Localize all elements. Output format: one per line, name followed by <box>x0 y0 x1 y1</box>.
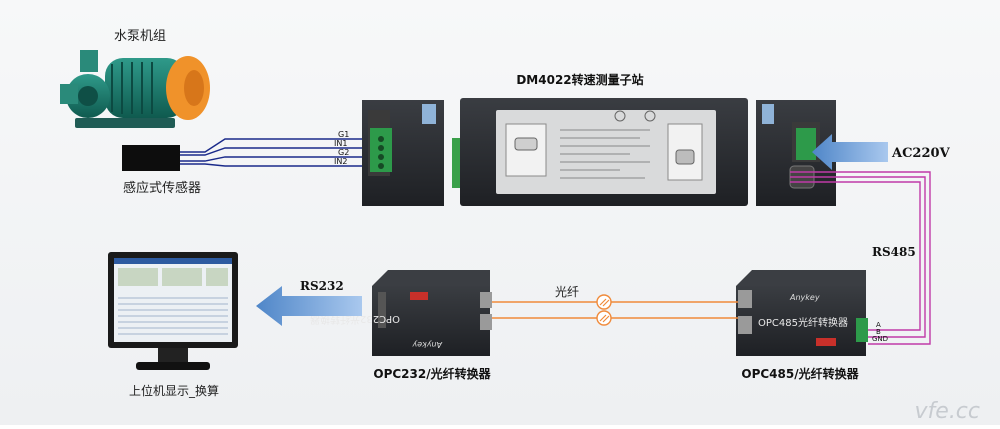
station-main-unit-image <box>452 98 748 206</box>
fiber-links <box>490 301 738 319</box>
rs232-arrow <box>256 286 362 326</box>
pump-label: 水泵机组 <box>114 29 166 44</box>
opc232-label: OPC232/光纤转换器 <box>373 366 491 381</box>
opc232-brand: Anykey <box>412 340 443 349</box>
terminal-label-in2: IN2 <box>334 157 347 166</box>
station-label: DM4022转速测量子站 <box>516 72 643 87</box>
terminal-label-g1: G1 <box>338 130 349 139</box>
opc232-front-label: OPC232光纤转换器 <box>310 313 400 326</box>
terminal-label-gnd: GND <box>872 335 888 343</box>
station-left-end-image <box>362 100 444 206</box>
pc-label: 上位机显示_换算 <box>129 383 219 398</box>
opc485-label: OPC485/光纤转换器 <box>741 366 859 381</box>
opc232-converter-image <box>372 270 492 356</box>
power-input-arrow <box>812 134 888 170</box>
sensor-block <box>122 145 180 171</box>
terminal-label-a: A <box>876 321 881 329</box>
opc485-brand: Anykey <box>789 293 820 302</box>
fiber-label: 光纤 <box>555 285 579 299</box>
terminal-label-g2: G2 <box>338 148 349 157</box>
opc485-converter-image <box>736 270 868 356</box>
watermark-text: vfe.cc <box>915 399 980 424</box>
terminal-label-in1: IN1 <box>334 139 347 148</box>
opc485-front-label: OPC485光纤转换器 <box>758 316 848 329</box>
rs485-label: RS485 <box>872 245 916 259</box>
ac-power-label: AC220V <box>891 146 951 161</box>
terminal-label-b: B <box>876 328 881 336</box>
rs232-label: RS232 <box>300 279 344 293</box>
rs485-wires <box>790 171 931 345</box>
pump-unit-image <box>60 50 210 128</box>
sensor-wires <box>180 138 372 167</box>
sensor-label: 感应式传感器 <box>123 180 201 196</box>
fiber-light-icon <box>596 294 612 326</box>
pc-monitor-image <box>108 252 238 370</box>
